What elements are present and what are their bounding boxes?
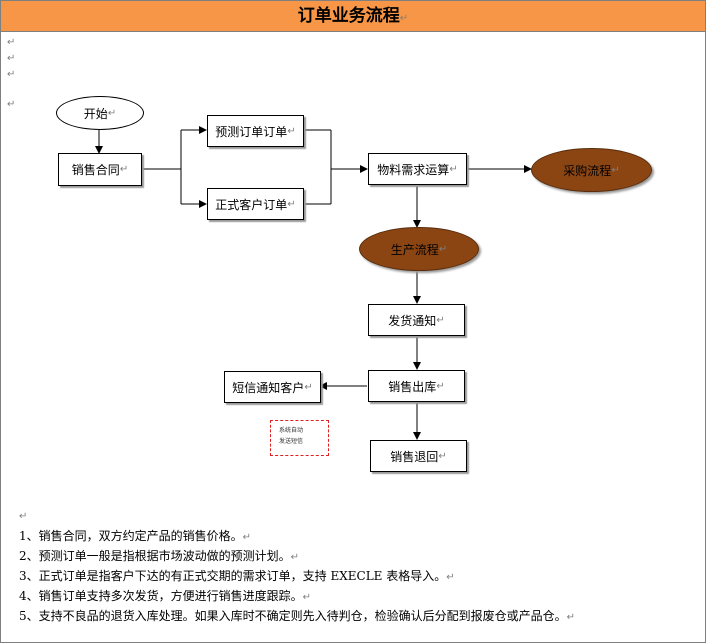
note-text: 2、预测订单一般是指根据市场波动做的预测计划。: [19, 549, 291, 563]
note-line: 5、支持不良品的退货入库处理。如果入库时不确定则先入待判仓，检验确认后分配到报废…: [19, 607, 699, 627]
production-process-label: 生产流程: [390, 242, 439, 257]
paragraph-mark: ↵: [290, 552, 300, 563]
formal-order-box: 正式客户订单↵: [207, 188, 304, 220]
auto-note-line-1: 系统自动: [279, 427, 304, 434]
paragraph-mark: ↵: [611, 164, 620, 176]
note-line: 4、销售订单支持多次发货，方便进行销售进度跟踪。↵: [19, 587, 699, 607]
paragraph-mark: ↵: [7, 99, 16, 110]
paragraph-mark: ↵: [566, 612, 576, 623]
note-text: 4、销售订单支持多次发货，方便进行销售进度跟踪。: [19, 589, 303, 603]
sales-outbound-box: 销售出库↵: [368, 370, 465, 402]
paragraph-mark: ↵: [7, 69, 16, 80]
forecast-order-box: 预测订单订单↵: [207, 115, 304, 147]
purchase-process-label: 采购流程: [563, 163, 612, 178]
page-title: 订单业务流程: [297, 6, 400, 26]
paragraph-mark: ↵: [399, 13, 409, 24]
sales-return-label: 销售退回: [390, 449, 439, 464]
sales-contract-label: 销售合同: [71, 163, 120, 177]
sms-notify-box: 短信通知客户↵: [224, 371, 321, 403]
purchase-process-node: 采购流程↵: [531, 148, 652, 192]
note-line: 1、销售合同，双方约定产品的销售价格。↵: [19, 527, 699, 547]
sales-contract-box: 销售合同↵: [58, 153, 142, 186]
paragraph-mark: ↵: [242, 532, 252, 543]
paragraph-mark: ↵: [7, 37, 16, 48]
start-label: 开始: [83, 106, 108, 121]
paragraph-mark: ↵: [302, 592, 312, 603]
auto-sms-note: 系统自动 发送短信: [270, 420, 329, 456]
paragraph-mark: ↵: [449, 163, 458, 175]
sales-return-box: 销售退回↵: [370, 440, 467, 472]
auto-note-line-2: 发送短信: [279, 438, 304, 445]
paragraph-mark: ↵: [436, 380, 445, 392]
formal-order-label: 正式客户订单: [215, 197, 288, 212]
note-text: 3、正式订单是指客户下达的有正式交期的需求订单，支持 EXECLE 表格导入。: [19, 569, 447, 583]
note-line: 3、正式订单是指客户下达的有正式交期的需求订单，支持 EXECLE 表格导入。↵: [19, 567, 699, 587]
title-bar: 订单业务流程↵: [1, 1, 705, 32]
paragraph-mark: ↵: [446, 572, 455, 583]
production-process-node: 生产流程↵: [359, 227, 479, 271]
mrp-label: 物料需求运算: [377, 162, 450, 177]
paragraph-mark: ↵: [107, 107, 117, 119]
paragraph-mark: ↵: [119, 164, 129, 175]
start-node: 开始↵: [56, 96, 144, 130]
note-text: 1、销售合同，双方约定产品的销售价格。: [19, 529, 243, 543]
paragraph-mark: ↵: [19, 511, 28, 522]
paragraph-mark: ↵: [7, 53, 16, 64]
note-line: 2、预测订单一般是指根据市场波动做的预测计划。↵: [19, 547, 699, 567]
paragraph-mark: ↵: [304, 381, 313, 393]
delivery-notice-box: 发货通知↵: [368, 304, 465, 336]
paragraph-mark: ↵: [438, 243, 448, 255]
paragraph-mark: ↵: [436, 314, 445, 326]
paragraph-mark: ↵: [287, 198, 296, 210]
notes-list: 1、销售合同，双方约定产品的销售价格。↵ 2、预测订单一般是指根据市场波动做的预…: [19, 527, 699, 627]
mrp-box: 物料需求运算↵: [368, 153, 467, 185]
paragraph-mark: ↵: [287, 125, 296, 137]
delivery-notice-label: 发货通知: [388, 313, 437, 328]
sales-outbound-label: 销售出库: [388, 379, 437, 394]
paragraph-mark: ↵: [438, 450, 447, 462]
sms-notify-label: 短信通知客户: [232, 380, 305, 395]
forecast-order-label: 预测订单订单: [215, 124, 288, 139]
note-text: 5、支持不良品的退货入库处理。如果入库时不确定则先入待判仓，检验确认后分配到报废…: [19, 609, 567, 623]
flow-connectors: [95, 126, 532, 440]
